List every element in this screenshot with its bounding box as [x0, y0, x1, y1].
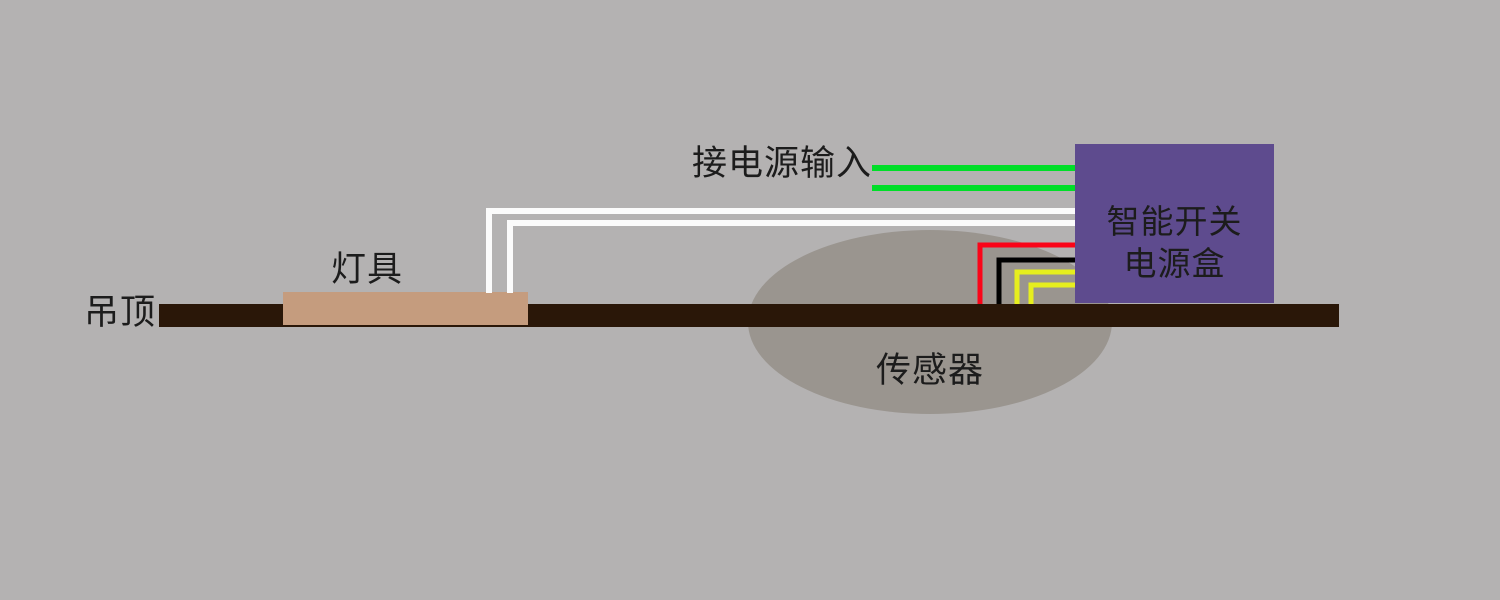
switch-box-label-line1: 智能开关: [1106, 203, 1243, 240]
switch-box-label-line2: 电源盒: [1123, 245, 1226, 282]
sensor-label: 传感器: [875, 351, 984, 390]
ceiling-label: 吊顶: [84, 293, 157, 332]
lamp-label: 灯具: [331, 250, 404, 289]
power-input-label: 接电源输入: [692, 144, 873, 183]
smart-switch-power-box: [1075, 144, 1274, 303]
smart-switch-power-box-label: 智能开关 电源盒: [1075, 201, 1274, 285]
lamp-fixture: [283, 292, 528, 325]
